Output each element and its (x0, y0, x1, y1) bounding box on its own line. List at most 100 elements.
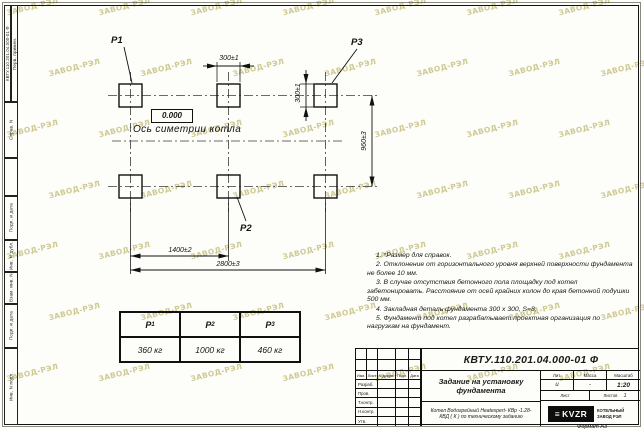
tb-role-nkontr: Н.контр. (356, 407, 378, 417)
note-line: 3. В случае отсутствия бетонного пола пл… (367, 279, 630, 304)
note-line: 5. Фундамент под котел разрабатывает про… (367, 314, 601, 331)
title-block: Изм. Лист N докум. Подп. Дата Разраб. Пр… (355, 348, 640, 426)
logo-caption: КОТЕЛЬНЫЙ ЗАВОД РЭЛ (597, 408, 624, 419)
load-subscript: 1 (151, 321, 155, 328)
tb-sheets-cell: Листов 1 (590, 391, 640, 401)
margin-field-podp-data-2: Подп. и дата (4, 304, 18, 348)
tb-empty-cell (409, 416, 421, 426)
load-table-value: 460 кг (240, 337, 300, 362)
elevation-mark: 0.000 (151, 109, 193, 123)
tb-empty-cell (396, 349, 409, 360)
tb-header-ndokum: N докум. (378, 371, 396, 380)
tb-scale-value: 1:20 (607, 380, 640, 391)
dimension-pad-height: 300±1 (295, 83, 302, 103)
tb-header-podp: Подп. (396, 371, 409, 380)
tb-empty-cell (396, 416, 409, 426)
load-symbol: Р (265, 319, 272, 330)
foundation-pad (216, 83, 241, 108)
tb-empty-cell (396, 360, 409, 371)
foundation-pad (118, 83, 143, 108)
foundation-pad (118, 174, 143, 199)
tb-empty-cell (367, 360, 378, 371)
load-symbol: Р (145, 319, 152, 330)
tb-scale-label: Масштаб (607, 371, 640, 380)
tb-sheets-value: 1 (623, 392, 627, 399)
dimension-full-span: 2800±3 (216, 261, 240, 268)
tb-empty-cell (396, 380, 409, 390)
tb-mass-label: Масса (574, 371, 607, 380)
tb-sheets-label: Листов (603, 393, 618, 398)
technical-notes: 1. *Размер для справок. 2. Отклонение от… (367, 252, 633, 333)
load-subscript: 2 (211, 321, 215, 328)
margin-field-vzam-inv: Взам. инв. N (4, 272, 18, 304)
foundation-pads (118, 83, 338, 199)
tb-header-data: Дата (409, 371, 421, 380)
logo-text: KVZR (562, 408, 588, 419)
tb-title: Задание на установку фундамента (421, 371, 541, 402)
load-subscript: 3 (271, 321, 275, 328)
point-label-p1: Р1 (111, 35, 123, 46)
note-line: 1. *Размер для справок. (376, 252, 452, 259)
tb-role-utv: Утв. (356, 416, 378, 426)
tb-empty-cell (409, 407, 421, 417)
foundation-pad (313, 174, 338, 199)
dimension-lines (130, 63, 375, 273)
dimension-half-span: 1400±2 (168, 247, 192, 254)
tb-product: Котел Водогрейный Heatexpert- КВр -1.28-… (421, 402, 541, 426)
logo-caption-line: КОТЕЛЬНЫЙ (597, 408, 625, 414)
tb-role-tkontr: Т.контр. (356, 398, 378, 408)
leader-lines (123, 46, 358, 222)
tb-mass-value: - (574, 380, 607, 391)
kvzr-logo: ≡ KVZR (548, 405, 594, 422)
tb-empty-cell (378, 349, 396, 360)
tb-header-izm: Изм. (356, 371, 367, 380)
margin-doc-number-cell: КВТУ.110.201.04.000-01 Ф (4, 5, 11, 102)
format-note: Формат А3 (577, 424, 608, 430)
tb-header-list: Лист (367, 371, 378, 380)
tb-empty-cell (396, 389, 409, 399)
point-label-p2: Р2 (240, 223, 252, 234)
logo-caption-line: ЗАВОД РЭЛ (597, 413, 622, 419)
tb-empty-cell (378, 416, 396, 426)
tb-logo-cell: ≡ KVZR КОТЕЛЬНЫЙ ЗАВОД РЭЛ (541, 401, 640, 426)
margin-field-inv-podl: Инв. N подл. (4, 348, 18, 425)
tb-lit-label: Лит. (541, 371, 574, 380)
tb-empty-cell (409, 389, 421, 399)
tb-role-razrab: Разраб. (356, 380, 378, 390)
tb-empty-cell (409, 398, 421, 408)
note-line: 4. Закладная деталь фундамента 300 х 300… (376, 305, 537, 313)
margin-field-sprav-n: Справ. N (4, 102, 18, 158)
tb-doc-number: КВТУ.110.201.04.000-01 Ф (421, 349, 640, 371)
load-symbol: Р (205, 319, 212, 330)
tb-empty-cell (378, 380, 396, 390)
tb-empty-cell (378, 389, 396, 399)
tb-empty-cell (409, 380, 421, 390)
tb-empty-cell (367, 349, 378, 360)
symmetry-axis-label: Ось симетрии котла (133, 124, 242, 135)
load-table-value: 1000 кг (180, 337, 240, 362)
tb-role-prov: Пров. (356, 389, 378, 399)
tb-empty-cell (378, 407, 396, 417)
tb-empty-cell (356, 349, 367, 360)
logo-bars-icon: ≡ (554, 408, 561, 419)
foundation-pad (313, 83, 338, 108)
dimension-pad-width: 300±1 (219, 55, 239, 62)
note-line: 2. Отклонение от горизонтального уровня … (367, 261, 633, 277)
margin-field-perv-primen: Перв. примен. (11, 5, 18, 102)
centerlines (108, 72, 380, 212)
margin-field-podp-data-1: Подп. и дата (4, 196, 18, 240)
tb-empty-cell (378, 398, 396, 408)
dimension-row-spacing: 960±3 (361, 131, 368, 151)
point-label-p3: Р3 (351, 37, 363, 48)
load-table-value: 360 кг (120, 337, 180, 362)
tb-sheet-label: Лист (541, 391, 590, 401)
margin-field-inv-dubl: Инв. N дубл. (4, 240, 18, 272)
tb-empty-cell (409, 349, 421, 360)
tb-empty-cell (396, 407, 409, 417)
